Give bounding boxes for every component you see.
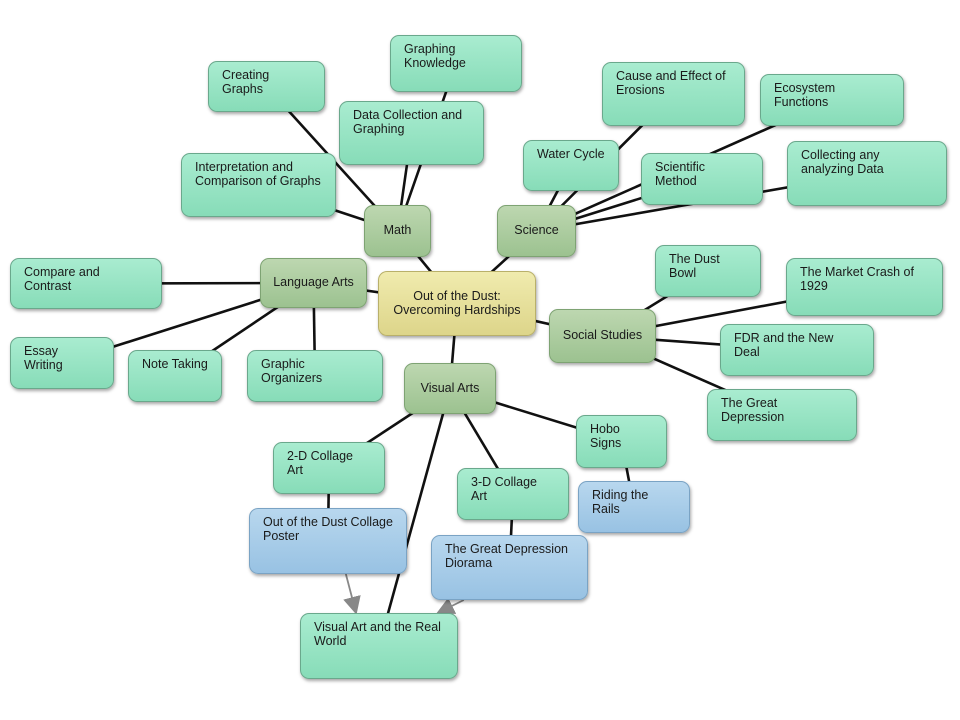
real-world-node[interactable]: Visual Art and the Real World <box>300 613 458 679</box>
language-arts-node[interactable]: Language Arts <box>260 258 367 308</box>
fdr-node[interactable]: FDR and the New Deal <box>720 324 874 376</box>
dust-bowl-node[interactable]: The Dust Bowl <box>655 245 761 297</box>
essay-writing-node[interactable]: Essay Writing <box>10 337 114 389</box>
connector-visual_arts-real_world <box>377 388 452 647</box>
water-cycle-node[interactable]: Water Cycle <box>523 140 619 191</box>
graphic-organizers-node[interactable]: Graphic Organizers <box>247 350 383 402</box>
ecosystem-node[interactable]: Ecosystem Functions <box>760 74 904 126</box>
great-depression-node[interactable]: The Great Depression <box>707 389 857 441</box>
data-collection-node[interactable]: Data Collection and Graphing <box>339 101 484 165</box>
diorama-node[interactable]: The Great Depression Diorama <box>431 535 588 600</box>
scientific-method-node[interactable]: Scientific Method <box>641 153 763 205</box>
cause-effect-node[interactable]: Cause and Effect of Erosions <box>602 62 745 126</box>
riding-rails-node[interactable]: Riding the Rails <box>578 481 690 533</box>
math-node[interactable]: Math <box>364 205 431 257</box>
arrow-collage_poster-real_world <box>343 573 361 615</box>
collage-3d-node[interactable]: 3-D Collage Art <box>457 468 569 520</box>
market-crash-node[interactable]: The Market Crash of 1929 <box>786 258 943 316</box>
creating-graphs-node[interactable]: Creating Graphs <box>208 61 325 112</box>
collage-2d-node[interactable]: 2-D Collage Art <box>273 442 385 494</box>
arrow-diorama-real_world <box>436 597 465 614</box>
graphing-knowledge-node[interactable]: Graphing Knowledge <box>390 35 522 92</box>
interpretation-graphs-node[interactable]: Interpretation and Comparison of Graphs <box>181 153 336 217</box>
social-studies-node[interactable]: Social Studies <box>549 309 656 363</box>
collecting-data-node[interactable]: Collecting any analyzing Data <box>787 141 947 206</box>
note-taking-node[interactable]: Note Taking <box>128 350 222 402</box>
compare-contrast-node[interactable]: Compare and Contrast <box>10 258 162 309</box>
hobo-signs-node[interactable]: Hobo Signs <box>576 415 667 468</box>
root-node[interactable]: Out of the Dust: Overcoming Hardships <box>378 271 536 336</box>
science-node[interactable]: Science <box>497 205 576 257</box>
collage-poster-node[interactable]: Out of the Dust Collage Poster <box>249 508 407 574</box>
visual-arts-node[interactable]: Visual Arts <box>404 363 496 414</box>
